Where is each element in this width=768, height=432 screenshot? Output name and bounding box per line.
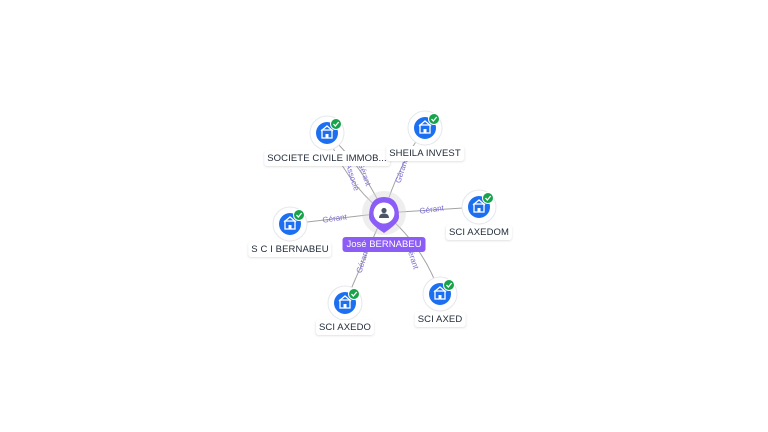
- building-icon: [433, 286, 447, 300]
- company-node[interactable]: [327, 285, 363, 321]
- building-icon: [320, 125, 334, 139]
- relation-label: Gérant: [322, 212, 348, 224]
- verified-check-icon: [293, 209, 305, 221]
- company-label[interactable]: S C I BERNABEU: [248, 242, 332, 257]
- relation-label: Gérant: [394, 157, 410, 184]
- verified-check-icon: [443, 279, 455, 291]
- company-node[interactable]: [461, 189, 497, 225]
- company-node[interactable]: [309, 115, 345, 151]
- verified-check-icon: [428, 113, 440, 125]
- building-icon: [418, 120, 432, 134]
- company-label[interactable]: SCI AXEDOM: [445, 225, 513, 240]
- company-node[interactable]: [272, 206, 308, 242]
- company-node[interactable]: [422, 276, 458, 312]
- building-icon: [338, 295, 352, 309]
- person-label[interactable]: José BERNABEU: [342, 237, 426, 252]
- company-label[interactable]: SHEILA INVEST: [386, 146, 464, 161]
- company-node[interactable]: [407, 110, 443, 146]
- verified-check-icon: [330, 118, 342, 130]
- company-label[interactable]: SOCIETE CIVILE IMMOB...: [264, 151, 390, 166]
- verified-check-icon: [348, 288, 360, 300]
- person-icon: [379, 207, 389, 218]
- verified-check-icon: [482, 192, 494, 204]
- building-icon: [472, 199, 486, 213]
- relation-label: Gérant: [419, 203, 445, 215]
- company-label[interactable]: SCI AXEDO: [315, 320, 375, 335]
- company-label[interactable]: SCI AXED: [414, 312, 466, 327]
- person-node[interactable]: [362, 191, 406, 235]
- building-icon: [283, 216, 297, 230]
